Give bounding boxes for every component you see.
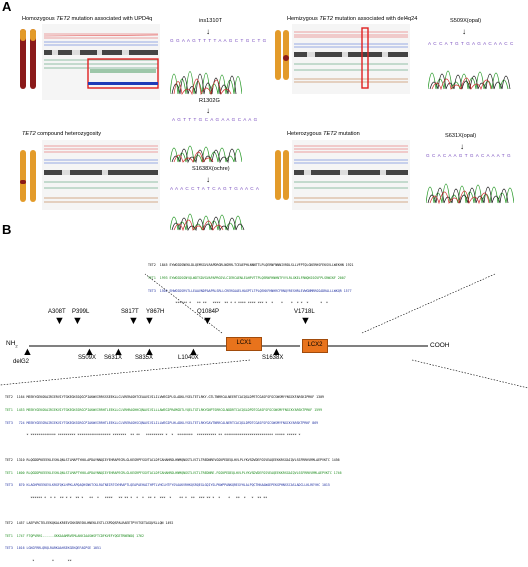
top-alignment-block: TET2 1845 EYWGSDSNEKLDLQEMSGVLRAPDRGRLNG… [148, 255, 354, 310]
case1-mutation-1-arrow: ↓ [206, 27, 210, 36]
site-v1718l-arrow: ▼ [300, 315, 311, 327]
bottom-alignment-row-5: TET1 1600 RLQGDDPKEEEKLESHLQNLSTLMAPTYKK… [5, 470, 342, 475]
site-s835x-arrow: ▲ [144, 346, 155, 358]
case3-mutation-1-label: S1638X(ochre) [192, 166, 230, 172]
site-a308t-arrow: ▼ [54, 315, 65, 327]
case3-sequence-1: A A A C C T A T C A G T G A A C A [170, 186, 260, 191]
case1-sequence-2: A G T T T G C A G A A G C A A G [172, 117, 258, 122]
tet2-protein-schematic [0, 273, 528, 389]
case4-snp-array-plot [292, 140, 410, 210]
site-s835x: S835X [135, 355, 154, 361]
case1-mutation-2-arrow: ↓ [206, 106, 210, 115]
bottom-alignment-conservation-3: * * ** [26, 558, 72, 563]
bottom-alignment-row-6: TET3 870 KLAGHPKEEKEVLKRGFQKLHPKLAPQAQHS… [5, 483, 330, 488]
case3-chromosome-ideogram [16, 150, 46, 210]
case4-sequence-1: G C A C A A G T G A C A A A T G [426, 153, 512, 158]
case2-mutation-1-label: S509X(opal) [450, 18, 482, 24]
site-s817t: S817T [121, 309, 139, 315]
top-alignment-row-3: TET3 1502 EHWGSDSRVTLLEAAVNDPAAPRLSRLLCR… [148, 288, 352, 293]
site-p399l-arrow: ▼ [72, 315, 83, 327]
site-s1638x-arrow: ▲ [271, 346, 282, 358]
site-l1040x: L1040X [178, 355, 199, 361]
site-s509x: S509X [78, 355, 97, 361]
site-y867h: Y867H [146, 309, 165, 315]
site-delg2: delG2 [13, 359, 30, 365]
site-l1040x-arrow: ▲ [188, 346, 199, 358]
site-v1718l: V1718L [294, 309, 315, 315]
site-y867h-arrow: ▼ [144, 315, 155, 327]
bottom-alignment-row-4: TET2 1310 RLQGDDPKEEEKLESHLQNLSTLMAPTYKK… [5, 458, 340, 463]
case4-chromatogram-1 [425, 159, 515, 210]
top-alignment-conservation: ****** * ** ** **** ** * * **** **** ***… [171, 301, 334, 306]
c-terminus-label: COOH [430, 342, 450, 349]
case3-chromatogram-top [169, 124, 243, 169]
top-alignment-row-1: TET2 1845 EYWGSDSNEKLDLQEMSGVLRAPDRGRLNG… [148, 263, 354, 268]
bottom-alignment-block: TET2 1164 MEEKYGEKGKAIRIERVIYTGKEGKSSQGC… [5, 387, 342, 567]
bottom-alignment-conservation-2: ****** * * * ** * * ** * ** * **** ** **… [26, 496, 268, 501]
bottom-alignment-row-7: TET2 1457 LAEFVRCTELEEKQKALKREEVCKKSRESK… [5, 521, 174, 526]
n-terminus-label: NH2 [6, 340, 18, 349]
bottom-alignment-row-3: TET3 724 MEEKYGEEGRAIRIEKVIYTGKEGKSSRGCP… [5, 420, 319, 425]
case2-chromatogram-1 [427, 47, 514, 96]
case2-sequence-1: A C C A T G T G A G A C A A C C [428, 41, 514, 46]
case1-mutation-2-label: R1302G [199, 98, 220, 104]
site-s1638x: S1638X [262, 355, 284, 361]
case4-chromosome-ideogram [273, 150, 293, 210]
site-q1084p: Q1084P [197, 309, 220, 315]
case4-mutation-1-arrow: ↓ [460, 142, 464, 151]
lcx1-domain: LCX1 [226, 337, 262, 351]
bottom-alignment-conservation-1: * ************* ********* **************… [26, 433, 301, 438]
site-q1084p-arrow: ▼ [202, 315, 213, 327]
case1-mutation-1-label: ins1310T [199, 18, 223, 24]
case2-chromosome-ideogram [273, 30, 293, 90]
bottom-alignment-row-1: TET2 1164 MEEKYGEKGKAIRIERVIYTGKEGKSSQGC… [5, 395, 324, 400]
case1-title: Homozygous TET2 mutation associated with… [22, 16, 153, 22]
bottom-alignment-row-8: TET1 1747 FTQPVRRS------GKKAAAMRVEMLAKKI… [5, 533, 144, 538]
site-p399l: P399L [72, 309, 90, 315]
case4-title: Heterozygous TET2 mutation [287, 131, 360, 137]
case1-chromatogram-1 [169, 44, 243, 101]
site-s509x-arrow: ▲ [84, 346, 95, 358]
bottom-alignment-row-2: TET1 1453 MEEKYGEKGKAIRIEKVIYTGKEGKSSRGC… [5, 408, 323, 413]
case2-snp-array-plot [292, 24, 410, 94]
panel-a-label: A [2, 0, 12, 14]
site-s817t-arrow: ▼ [128, 315, 139, 327]
top-alignment-row-2: TET1 1993 EYWGSDSGNYQLWDTSDVGVAPAPRGSVLC… [148, 276, 346, 281]
site-s631x: S631X [104, 355, 123, 361]
case2-mutation-1-arrow: ↓ [462, 27, 466, 36]
case1-sequence-1: G G A A G T T T T A A G C T G C T G [170, 38, 267, 43]
case1-chromosome-ideogram [16, 25, 52, 95]
case3-chromatogram-1 [169, 192, 246, 237]
bottom-alignment-row-9: TET3 1016 LGKGFRRLQRQLRARKAAHSEKGEKQEFAG… [5, 546, 101, 551]
case3-mutation-1-arrow: ↓ [206, 175, 210, 184]
case2-title: Hemizygous TET2 mutation associated with… [287, 16, 418, 22]
case1-snp-array-plot [42, 24, 160, 100]
case3-snp-array-plot [42, 140, 160, 210]
lcx2-domain: LCX2 [302, 339, 328, 353]
panel-b-label: B [2, 222, 12, 237]
case3-title: TET2 compound heterozygosity [22, 131, 101, 137]
site-delg2-arrow: ▲ [22, 346, 33, 358]
site-a308t: A308T [48, 309, 66, 315]
site-s631x-arrow: ▲ [113, 346, 124, 358]
case4-mutation-1-label: S631X(opal) [445, 133, 477, 139]
